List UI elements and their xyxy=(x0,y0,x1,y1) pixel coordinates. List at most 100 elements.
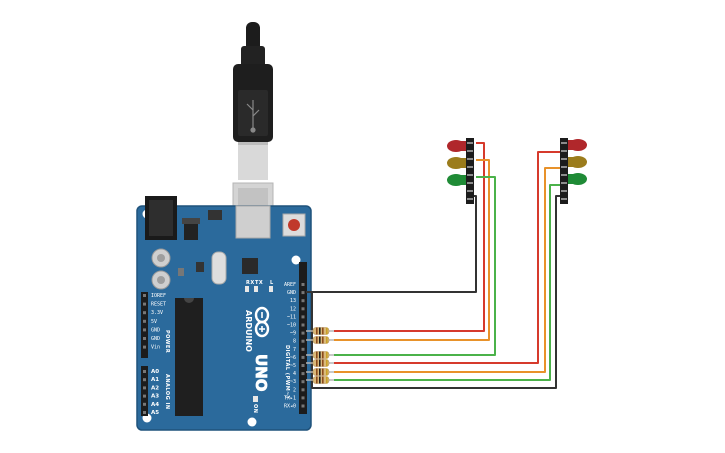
led-red xyxy=(568,139,587,151)
analog-pin[interactable] xyxy=(143,370,146,373)
l-label: L xyxy=(270,280,274,286)
power-pin-label: GND xyxy=(151,336,160,342)
smd-component xyxy=(178,268,184,276)
analog-pin-label: A1 xyxy=(151,377,159,383)
digital-pin-label: ~11 xyxy=(287,314,296,320)
analog-pin-label: A4 xyxy=(151,402,159,408)
crystal xyxy=(211,251,227,285)
digital-pin-label: ~6 xyxy=(290,355,296,361)
traffic-light-2[interactable] xyxy=(560,138,587,204)
digital-pin[interactable] xyxy=(301,396,305,400)
digital-pin[interactable] xyxy=(301,315,305,319)
analog-header-label: ANALOG IN xyxy=(164,374,170,410)
digital-pin-label: RX◂0 xyxy=(284,404,296,410)
digital-pin[interactable] xyxy=(301,291,305,295)
analog-pin[interactable] xyxy=(143,378,146,382)
resistor[interactable] xyxy=(312,336,330,344)
digital-pin-label: 4 xyxy=(293,371,296,377)
led-red xyxy=(447,140,466,152)
power-jack xyxy=(145,196,177,240)
wire-green-light1[interactable] xyxy=(334,176,496,356)
digital-pin-label: TX▸1 xyxy=(284,395,296,401)
resistor-bank xyxy=(306,327,334,384)
atmega-chip xyxy=(175,298,203,416)
power-pin-label: GND xyxy=(151,327,160,333)
traffic-light-1[interactable] xyxy=(447,138,474,204)
rx-label: RX xyxy=(246,280,255,286)
digital-pin[interactable] xyxy=(301,388,305,392)
analog-pin-label: A2 xyxy=(151,385,159,391)
led-yellow xyxy=(568,156,587,168)
resistor[interactable] xyxy=(312,359,330,367)
led-yellow xyxy=(447,157,466,169)
digital-pin[interactable] xyxy=(301,339,305,343)
digital-pin[interactable] xyxy=(301,299,305,303)
analog-header xyxy=(141,366,148,416)
digital-pin[interactable] xyxy=(301,283,305,286)
resistor[interactable] xyxy=(312,327,330,335)
power-pin[interactable] xyxy=(143,319,146,323)
resistor[interactable] xyxy=(312,376,330,384)
wire-red-light2[interactable] xyxy=(334,151,560,364)
wire-orange-light2[interactable] xyxy=(334,167,560,373)
wire-gnd-light2[interactable] xyxy=(306,195,477,293)
digital-pin[interactable] xyxy=(301,347,305,351)
digital-pin[interactable] xyxy=(301,323,305,327)
analog-pin[interactable] xyxy=(143,402,146,406)
power-pin[interactable] xyxy=(143,294,146,297)
digital-pin-label: ~3 xyxy=(290,379,296,385)
icsp-header xyxy=(208,210,222,220)
arduino-uno-board[interactable]: RX TX L ARDUINO UNO ON POWER IOREFRESET3… xyxy=(136,196,312,431)
brand-label: ARDUINO xyxy=(244,310,253,352)
analog-pin-label: A5 xyxy=(151,410,159,416)
wires xyxy=(306,142,560,389)
power-pin[interactable] xyxy=(143,345,146,349)
digital-pin[interactable] xyxy=(301,355,305,359)
digital-header-label: DIGITAL (PWM~) xyxy=(284,345,290,399)
wire-green-light2[interactable] xyxy=(334,184,560,381)
power-pin[interactable] xyxy=(143,311,146,315)
mounting-hole xyxy=(291,255,301,265)
digital-pin[interactable] xyxy=(301,404,305,408)
arduino-logo-icon xyxy=(254,306,270,338)
digital-pin[interactable] xyxy=(301,380,305,384)
digital-pin-label: ~10 xyxy=(287,323,296,329)
voltage-regulator xyxy=(184,224,198,240)
capacitor xyxy=(151,248,171,268)
digital-pin[interactable] xyxy=(301,307,305,311)
power-header-label: POWER xyxy=(164,330,170,353)
analog-pin[interactable] xyxy=(143,394,146,398)
analog-pin[interactable] xyxy=(143,411,146,414)
resistor[interactable] xyxy=(312,351,330,359)
digital-pin-label: 13 xyxy=(290,298,296,304)
power-pin-label: IOREF xyxy=(151,293,166,299)
wire-orange-light1[interactable] xyxy=(334,159,490,341)
digital-pin-label: ~9 xyxy=(290,331,296,337)
analog-pin-label: A3 xyxy=(151,394,159,400)
power-led xyxy=(253,396,258,402)
digital-pin-label: GND xyxy=(287,290,296,296)
analog-pin-label: A0 xyxy=(151,369,159,375)
power-header xyxy=(141,292,148,358)
digital-pin-label: 2 xyxy=(293,387,296,393)
digital-pin[interactable] xyxy=(301,372,305,376)
resistor[interactable] xyxy=(312,368,330,376)
digital-pin-label: AREF xyxy=(284,282,296,288)
digital-pin[interactable] xyxy=(301,331,305,335)
digital-pin-label: ~5 xyxy=(290,363,296,369)
analog-pin[interactable] xyxy=(143,386,146,390)
digital-pin-label: 7 xyxy=(293,347,296,353)
power-pin[interactable] xyxy=(143,337,146,340)
led-green xyxy=(568,173,587,185)
wire-red-light1[interactable] xyxy=(334,142,485,332)
power-pin[interactable] xyxy=(143,302,146,306)
reset-button[interactable] xyxy=(282,213,306,237)
digital-pin[interactable] xyxy=(301,364,305,367)
on-label: ON xyxy=(252,404,258,413)
power-pin[interactable] xyxy=(143,328,146,332)
digital-pin-label: 8 xyxy=(293,339,296,345)
